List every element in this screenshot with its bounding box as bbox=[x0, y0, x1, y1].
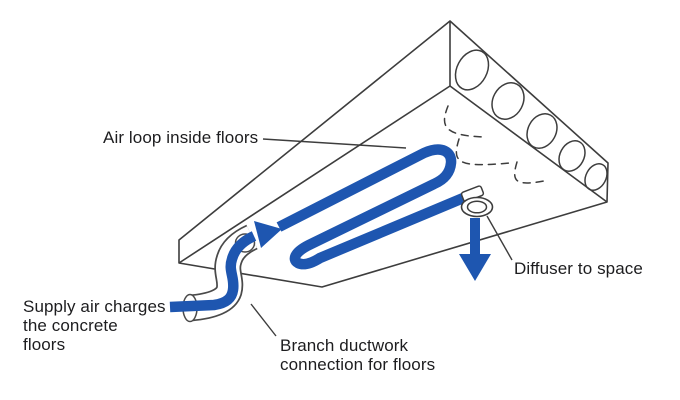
down-arrow-icon bbox=[459, 218, 491, 281]
air-loop-duct-path bbox=[276, 144, 471, 270]
hollow-core-dashed-2 bbox=[455, 138, 511, 166]
diffuser-inner-ring bbox=[466, 200, 488, 214]
supply-flow-arrow bbox=[169, 221, 282, 313]
hollow-core-ellipse-3 bbox=[526, 113, 558, 149]
supply-arrowhead-icon bbox=[254, 221, 282, 248]
diffuser bbox=[460, 185, 494, 218]
slab-soffit-end-edge bbox=[449, 85, 608, 203]
hollow-core-ellipse-2 bbox=[491, 82, 525, 120]
label-branch-ductwork: Branch ductwork connection for floors bbox=[280, 336, 436, 374]
hollow-core-dashed-1 bbox=[443, 105, 487, 138]
label-air-loop: Air loop inside floors bbox=[103, 128, 259, 147]
label-supply-air: Supply air charges the concrete floors bbox=[23, 297, 166, 354]
hollow-core-ellipse-5 bbox=[584, 163, 608, 191]
label-diffuser: Diffuser to space bbox=[514, 259, 643, 278]
leader-line-air-loop bbox=[262, 138, 407, 149]
hollow-core-ellipse-4 bbox=[558, 140, 586, 172]
leader-line-branch bbox=[250, 303, 277, 337]
leader-line-diffuser bbox=[486, 215, 513, 261]
slab-soffit-left-edge bbox=[178, 85, 451, 264]
hollow-core-ellipse-1 bbox=[454, 49, 490, 91]
hollow-core-dashed-3 bbox=[513, 161, 550, 184]
